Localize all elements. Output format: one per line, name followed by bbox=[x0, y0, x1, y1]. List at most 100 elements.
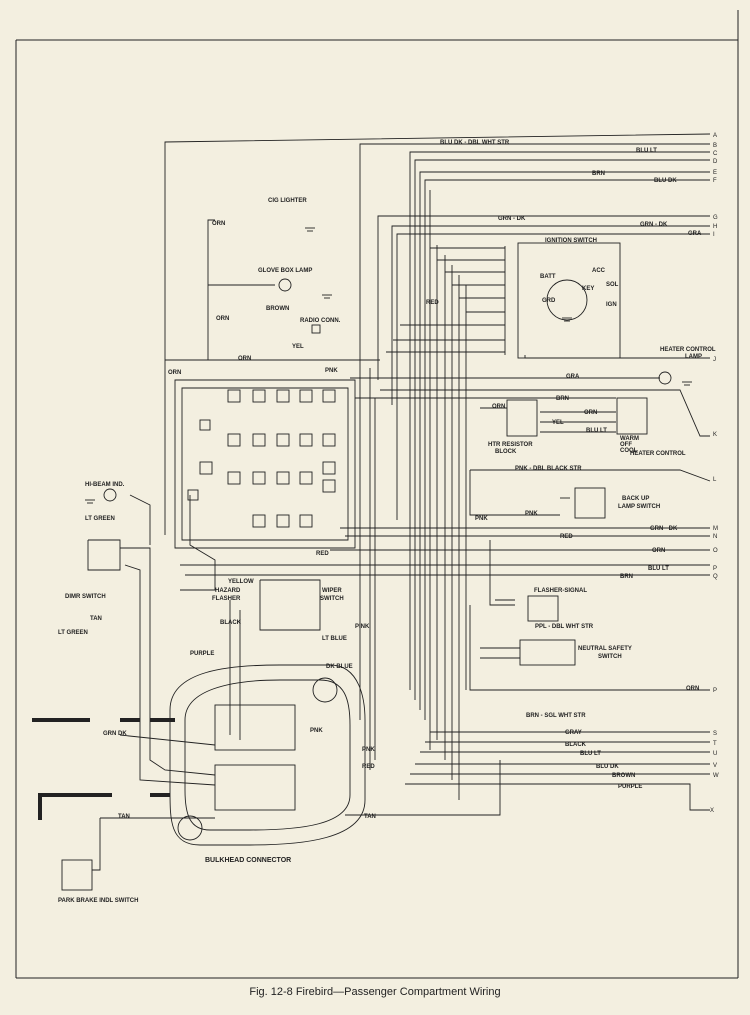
label-heater-off: OFF bbox=[620, 442, 632, 448]
wire-lt-blue: LT BLUE bbox=[322, 636, 347, 642]
wire-blu-lt-1: BLU LT bbox=[636, 148, 657, 154]
ground-symbols bbox=[85, 227, 692, 504]
wire-orn-htr2: ORN bbox=[584, 410, 597, 416]
terminal-v: V bbox=[713, 763, 717, 769]
wire-red-lower: RED bbox=[362, 764, 375, 770]
components bbox=[61, 242, 672, 891]
wire-black-s: BLACK bbox=[565, 742, 587, 748]
wire-brn-q: BRN bbox=[620, 574, 633, 580]
wire-brown: BROWN bbox=[266, 306, 289, 312]
wire-red-n: RED bbox=[560, 534, 573, 540]
terminal-d: D bbox=[713, 159, 718, 165]
wire-tan: TAN bbox=[90, 616, 102, 622]
wire-orn-lighter: ORN bbox=[212, 221, 225, 227]
terminal-c: C bbox=[713, 151, 718, 157]
wire-orn-mid: ORN bbox=[238, 356, 251, 362]
wire-pnk-top: PNK bbox=[325, 368, 338, 374]
terminal-e: E bbox=[713, 170, 717, 176]
wire-lt-green-top: LT GREEN bbox=[85, 516, 115, 522]
label-wiper-2: SWITCH bbox=[320, 596, 344, 602]
label-heater-control-lamp-1: HEATER CONTROL bbox=[660, 347, 716, 353]
wire-orn-vert: ORN bbox=[216, 316, 229, 322]
wire-ppl-dbl-wht: PPL - DBL WHT STR bbox=[535, 624, 594, 630]
wire-orn-left: ORN bbox=[168, 370, 181, 376]
wire-gray: GRAY bbox=[565, 730, 582, 736]
wire-grn-dk-m: GRN - DK bbox=[650, 526, 678, 532]
label-hazard-1: HAZARD bbox=[215, 588, 241, 594]
label-cig-lighter: CIG LIGHTER bbox=[268, 198, 307, 204]
wire-tan-lower: TAN bbox=[364, 814, 376, 820]
page-border bbox=[15, 10, 739, 979]
component-labels: CIG LIGHTER GLOVE BOX LAMP RADIO CONN. I… bbox=[58, 198, 716, 904]
wire-blu-lt-p: BLU LT bbox=[648, 566, 669, 572]
figure-caption: Fig. 12-8 Firebird—Passenger Compartment… bbox=[249, 986, 501, 998]
wire-grn-dk-2: GRN - DK bbox=[640, 222, 668, 228]
wire-blu-lt-u: BLU LT bbox=[580, 751, 601, 757]
wire-blu-dk-v: BLU DK bbox=[596, 764, 619, 770]
label-heater-control-lamp-2: LAMP bbox=[685, 354, 702, 360]
wire-gra-1: GRA bbox=[688, 231, 702, 237]
terminal-w: W bbox=[713, 773, 719, 779]
label-htr-resistor-1: HTR RESISTOR bbox=[488, 442, 533, 448]
wire-orn-o: ORN bbox=[652, 548, 665, 554]
label-bulkhead: BULKHEAD CONNECTOR bbox=[205, 857, 291, 864]
wire-black: BLACK bbox=[220, 620, 242, 626]
terminal-x: X bbox=[710, 808, 714, 814]
label-ignition-switch: IGNITION SWITCH bbox=[545, 238, 597, 244]
wire-brown-w: BROWN bbox=[612, 773, 635, 779]
terminal-n: N bbox=[713, 534, 717, 540]
label-ign-ign: IGN bbox=[606, 302, 617, 308]
label-dimr-switch: DIMR SWITCH bbox=[65, 594, 106, 600]
terminal-j: J bbox=[713, 357, 716, 363]
wire-pnk-bh: PNK bbox=[310, 728, 323, 734]
wire-pnk-mid: PNK bbox=[475, 516, 488, 522]
label-ign-key: KEY bbox=[582, 286, 594, 292]
wire-blu-lt-htr: BLU LT bbox=[586, 428, 607, 434]
wire-purple-w: PURPLE bbox=[618, 784, 642, 790]
wire-red-mid: RED bbox=[316, 551, 329, 557]
terminal-p: P bbox=[713, 566, 717, 572]
terminal-i: I bbox=[713, 232, 715, 238]
wire-orn-htr: ORN bbox=[492, 404, 505, 410]
wire-lt-green: LT GREEN bbox=[58, 630, 88, 636]
wire-grn-dk-1: GRN - DK bbox=[498, 216, 526, 222]
terminal-q: Q bbox=[713, 574, 718, 580]
label-back-up-2: LAMP SWITCH bbox=[618, 504, 660, 510]
terminal-f: F bbox=[713, 178, 717, 184]
label-heater-cool: COOL bbox=[620, 448, 638, 454]
wire-yellow: YELLOW bbox=[228, 579, 254, 585]
wire-yel-htr: YEL bbox=[552, 420, 564, 426]
label-glove-box-lamp: GLOVE BOX LAMP bbox=[258, 268, 312, 274]
terminal-o: O bbox=[713, 548, 718, 554]
terminal-p2: P bbox=[713, 688, 717, 694]
label-wiper-1: WIPER bbox=[322, 588, 342, 594]
label-ign-acc: ACC bbox=[592, 268, 606, 274]
terminal-b: B bbox=[713, 143, 717, 149]
wire-blu-dk-dbl-wht: BLU DK - DBL WHT STR bbox=[440, 140, 510, 146]
wire-pnk-dbl-black: PNK - DBL BLACK STR bbox=[515, 466, 582, 472]
wire-pnk-lower: PNK bbox=[362, 747, 375, 753]
label-ign-sol: SOL bbox=[606, 282, 619, 288]
wire-harness bbox=[87, 133, 711, 871]
terminal-u: U bbox=[713, 751, 717, 757]
ignition-switch-box bbox=[517, 242, 621, 359]
label-heater-warm: WARM bbox=[620, 436, 639, 442]
wire-labels: BLU DK - DBL WHT STR BLU LT BRN BLU DK G… bbox=[58, 140, 702, 820]
label-neutral-1: NEUTRAL SAFETY bbox=[578, 646, 632, 652]
label-back-up-1: BACK UP bbox=[622, 496, 649, 502]
wire-pink: PINK bbox=[355, 624, 370, 630]
label-parking-brake: PARK BRAKE INDL SWITCH bbox=[58, 898, 138, 904]
terminal-t: T bbox=[713, 741, 717, 747]
wire-pnk-backup: PNK bbox=[525, 511, 538, 517]
wire-purple: PURPLE bbox=[190, 651, 214, 657]
label-ign-batt: BATT bbox=[540, 274, 556, 280]
terminal-a: A bbox=[713, 133, 717, 139]
wire-grn-dk-left: GRN DK bbox=[103, 731, 127, 737]
terminal-l: L bbox=[713, 477, 717, 483]
label-radio-conn: RADIO CONN. bbox=[300, 318, 341, 324]
wire-red-vert: RED bbox=[426, 300, 439, 306]
terminal-letters: A B C D E F G H I J K L M N O P Q P S T … bbox=[710, 133, 719, 814]
wire-brn-sgl-wht: BRN - SGL WHT STR bbox=[526, 713, 586, 719]
label-hazard-2: FLASHER bbox=[212, 596, 241, 602]
